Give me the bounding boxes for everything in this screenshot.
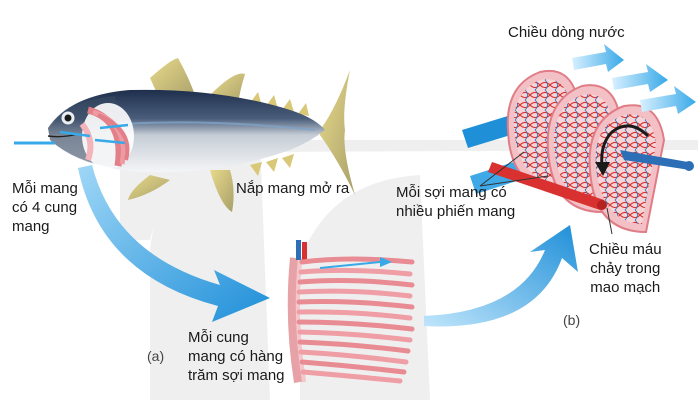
gill-arch: [287, 240, 415, 384]
leader-lines: [479, 151, 613, 235]
blood-flow-label: Chiều máu chảy trong mao mạch: [589, 241, 662, 296]
zoom-arrow-to-lamellae: [424, 225, 578, 327]
gill-lamellae: [462, 69, 694, 234]
gill-filaments: [296, 256, 415, 384]
tuna-fish: [47, 58, 355, 212]
zoom-arrow-to-arch: [78, 165, 270, 322]
water-flow-arrows: [572, 44, 696, 114]
filament-lamellae-label: Mỗi sợi mang có nhiều phiến mang: [396, 184, 516, 220]
arch-filaments-label: Mỗi cung mang có hàng trăm sợi mang: [188, 329, 285, 384]
panel-b-label: (b): [563, 312, 581, 328]
water-flow-label: Chiều dòng nước: [508, 24, 625, 41]
fish-gills: [79, 106, 130, 167]
operculum-open-label: Nắp mang mở ra: [236, 180, 350, 197]
gill-arches-label: Mỗi mang có 4 cung mang: [12, 180, 78, 235]
panel-a-label: (a): [147, 348, 165, 364]
